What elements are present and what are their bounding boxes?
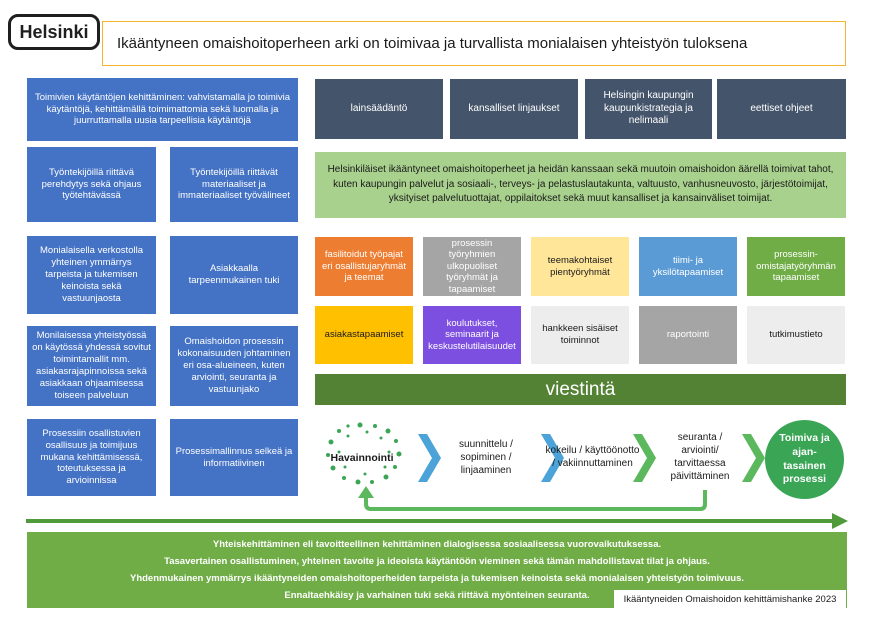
principle-line-2: Tasavertainen osallistuminen, yhteinen t… xyxy=(164,556,710,567)
method-tile-research: tutkimustieto xyxy=(747,306,845,364)
goal-box-orientation: Työntekijöillä riittävä perehdytys sekä … xyxy=(27,147,156,222)
goal-box-operating-models: Monilaisessa yhteistyössä on käytössä yh… xyxy=(27,326,156,406)
goal-box-network: Monialaisella verkostolla yhteinen ymmär… xyxy=(27,236,156,314)
step-evaluation: seuranta / arviointi/ tarvittaessa päivi… xyxy=(670,432,730,482)
goal-box-practices: Toimivien käytäntöjen kehittäminen: vahv… xyxy=(27,78,298,141)
framework-box-ethics: eettiset ohjeet xyxy=(717,79,846,139)
timeline-arrow xyxy=(26,513,848,529)
helsinki-logo: Helsinki xyxy=(8,14,100,50)
method-tile-team-meetings: tiimi- ja yksilötapaamiset xyxy=(639,237,737,296)
method-tile-reporting: raportointi xyxy=(639,306,737,364)
communication-bar: viestintä xyxy=(315,374,846,405)
goal-box-modelling: Prosessimallinnus selkeä ja informatiivi… xyxy=(170,419,298,496)
method-tile-theme-groups: teemakohtaiset pientyöryhmät xyxy=(531,237,629,296)
page-title: Ikääntyneen omaishoitoperheen arki on to… xyxy=(102,21,846,66)
method-tile-client-meetings: asiakastapaamiset xyxy=(315,306,413,364)
goal-box-participation: Prosessiin osallistuvien osallisuus ja t… xyxy=(27,419,156,496)
principle-line-3: Yhdenmukainen ymmärrys ikääntyneiden oma… xyxy=(129,573,744,584)
goal-box-leadership: Omaishoidon prosessin kokonaisuuden joht… xyxy=(170,326,298,406)
method-tile-internal: hankkeen sisäiset toiminnot xyxy=(531,306,629,364)
step-piloting: kokeilu / käyttöönotto / vakiinnuttamine… xyxy=(545,445,640,469)
feedback-loop-arrow xyxy=(364,490,707,511)
chevron-arrow-1 xyxy=(418,434,441,482)
chevron-arrow-4 xyxy=(742,434,765,482)
method-tile-trainings: koulutukset, seminaarit ja keskustelutil… xyxy=(423,306,521,364)
actors-box: Helsinkiläiset ikääntyneet omaishoitoper… xyxy=(315,152,846,218)
process-flow-graphic xyxy=(326,422,765,511)
method-tile-owner-group: prosessin-omistajatyöryhmän tapaamiset xyxy=(747,237,845,296)
footer-credit: Ikääntyneiden Omaishoidon kehittämishank… xyxy=(614,590,846,608)
chevron-arrow-3 xyxy=(633,434,656,482)
method-tile-external-groups: prosessin työryhmien ulkopuoliset työryh… xyxy=(423,237,521,296)
framework-box-city-strategy: Helsingin kaupungin kaupunkistrategia ja… xyxy=(585,79,712,139)
step-planning: suunnittelu / sopiminen / linjaaminen xyxy=(459,438,513,476)
result-circle: Toimiva ja ajan-tasainen prosessi xyxy=(765,420,844,499)
chevron-arrow-2 xyxy=(541,434,564,482)
method-tile-workshops: fasilitoidut työpajat eri osallistujaryh… xyxy=(315,237,413,296)
principle-line-4: Ennaltaehkäisy ja varhainen tuki sekä ri… xyxy=(284,590,590,601)
goal-box-client-support: Asiakkaalla tarpeenmukainen tuki xyxy=(170,236,298,314)
observation-label: Havainnointi xyxy=(330,452,394,464)
observation-dot-ring xyxy=(326,422,402,485)
goal-box-tools: Työntekijöillä riittävät materiaaliset j… xyxy=(170,147,298,222)
framework-box-national-policies: kansalliset linjaukset xyxy=(450,79,578,139)
principle-line-1: Yhteiskehittäminen eli tavoitteellinen k… xyxy=(212,539,662,550)
framework-box-legislation: lainsäädäntö xyxy=(315,79,443,139)
